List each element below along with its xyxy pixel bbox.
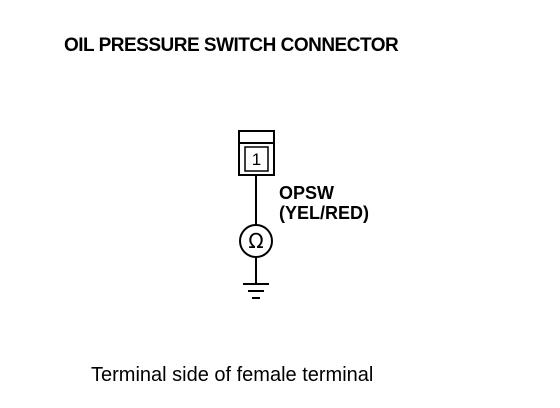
- wire-name-label: OPSW: [279, 183, 335, 203]
- ground-icon: [243, 283, 269, 299]
- ohm-icon: Ω: [248, 229, 263, 253]
- wire-color-label: (YEL/RED): [279, 203, 369, 223]
- caption: Terminal side of female terminal: [91, 364, 374, 386]
- terminal-cavity: [244, 146, 269, 172]
- pin-number: 1: [252, 150, 261, 169]
- diagram-title: OIL PRESSURE SWITCH CONNECTOR: [64, 35, 399, 56]
